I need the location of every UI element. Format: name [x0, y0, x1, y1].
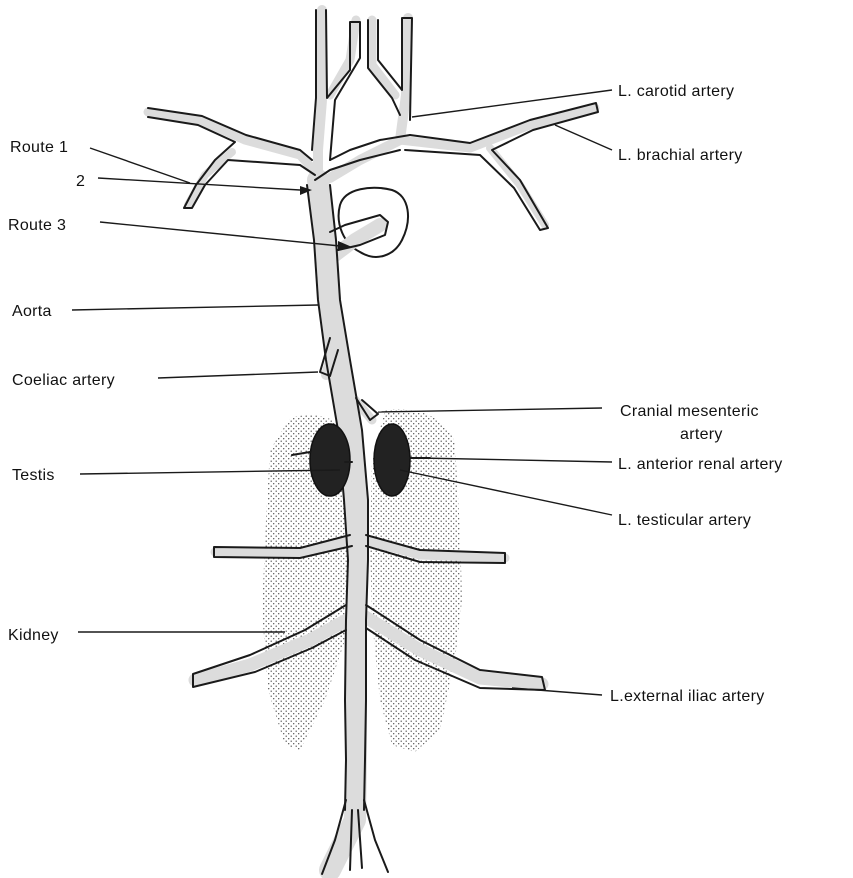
leader-aorta [72, 305, 318, 310]
label-route3: Route 3 [8, 217, 66, 234]
label-route2: 2 [76, 173, 85, 190]
leader-brachial [555, 125, 612, 150]
label-aorta: Aorta [12, 303, 52, 320]
leader-route3 [100, 222, 340, 246]
left-testis [310, 424, 350, 496]
label-external-iliac: L.external iliac artery [610, 688, 765, 705]
label-kidney: Kidney [8, 627, 59, 644]
leader-cranial-mesenteric [378, 408, 602, 412]
label-cranial-mesenteric-1: Cranial mesenteric [620, 403, 759, 420]
arterial-tree [148, 10, 598, 874]
label-testis: Testis [12, 467, 55, 484]
label-testicular: L. testicular artery [618, 512, 751, 529]
leader-external-iliac [512, 688, 602, 695]
leader-coeliac [158, 372, 318, 378]
label-carotid: L. carotid artery [618, 83, 734, 100]
label-route1: Route 1 [10, 139, 68, 156]
label-coeliac: Coeliac artery [12, 372, 115, 389]
right-testis [374, 424, 410, 496]
label-anterior-renal: L. anterior renal artery [618, 456, 783, 473]
label-brachial: L. brachial artery [618, 147, 743, 164]
label-cranial-mesenteric-2: artery [680, 426, 723, 443]
